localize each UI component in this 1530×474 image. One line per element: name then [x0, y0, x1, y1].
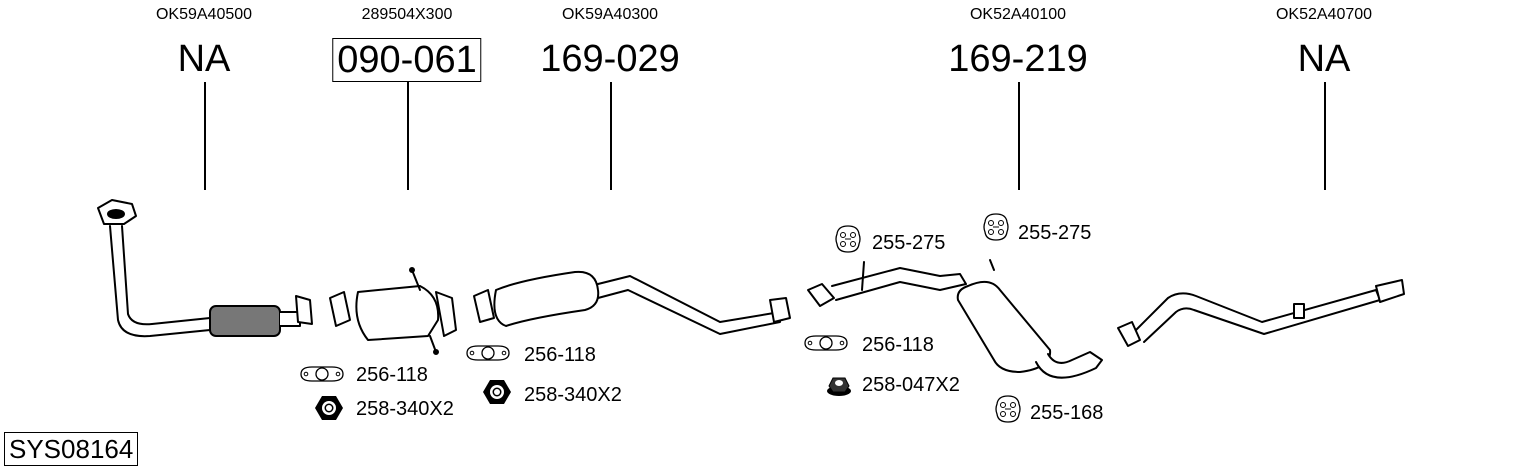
centre-silencer-drawing [473, 270, 791, 335]
rear-silencer-drawing [807, 259, 1103, 379]
rubber-hanger-icon [995, 395, 1021, 423]
accessory-label[interactable]: 258-047X2 [862, 374, 960, 396]
accessory-label[interactable]: 256-118 [356, 364, 428, 386]
gasket-icon [804, 335, 848, 351]
part-number-rear-silencer[interactable]: 169-219 [948, 38, 1088, 80]
accessory-label[interactable]: 256-118 [524, 344, 596, 366]
part-number-tail-pipe[interactable]: NA [1297, 38, 1351, 80]
oem-number-rear-silencer: OK52A40100 [969, 6, 1067, 23]
leader-line [1324, 82, 1326, 190]
accessory-label[interactable]: 256-118 [862, 334, 934, 356]
part-number-centre-silencer[interactable]: 169-029 [540, 38, 680, 80]
accessory-label[interactable]: 258-340X2 [524, 384, 622, 406]
oem-number-front-pipe: OK59A40500 [155, 6, 253, 23]
system-code: SYS08164 [4, 432, 139, 466]
rubber-hanger-icon [835, 225, 861, 253]
oem-number-centre-silencer: OK59A40300 [561, 6, 659, 23]
oem-number-catalytic-converter: 289504X300 [361, 6, 453, 23]
leader-line [1018, 82, 1020, 190]
flange-nut-icon [827, 377, 851, 396]
tail-pipe-drawing [1117, 279, 1405, 347]
accessory-label[interactable]: 255-275 [872, 232, 946, 254]
leader-line [204, 82, 206, 190]
hex-nut-icon [483, 380, 511, 404]
leader-line [610, 82, 612, 190]
gasket-icon [300, 366, 344, 382]
hex-nut-icon [315, 396, 343, 420]
leader-line [407, 82, 409, 190]
part-number-front-pipe[interactable]: NA [177, 38, 231, 80]
accessory-label[interactable]: 255-168 [1030, 402, 1104, 424]
catalytic-converter-drawing [329, 267, 457, 355]
oem-number-tail-pipe: OK52A40700 [1275, 6, 1373, 23]
gasket-icon [466, 345, 510, 361]
accessory-label[interactable]: 258-340X2 [356, 398, 454, 420]
part-number-catalytic-converter[interactable]: 090-061 [332, 38, 482, 82]
accessory-label[interactable]: 255-275 [1018, 222, 1092, 244]
rubber-hanger-icon [983, 213, 1009, 241]
front-pipe-drawing [97, 199, 313, 338]
